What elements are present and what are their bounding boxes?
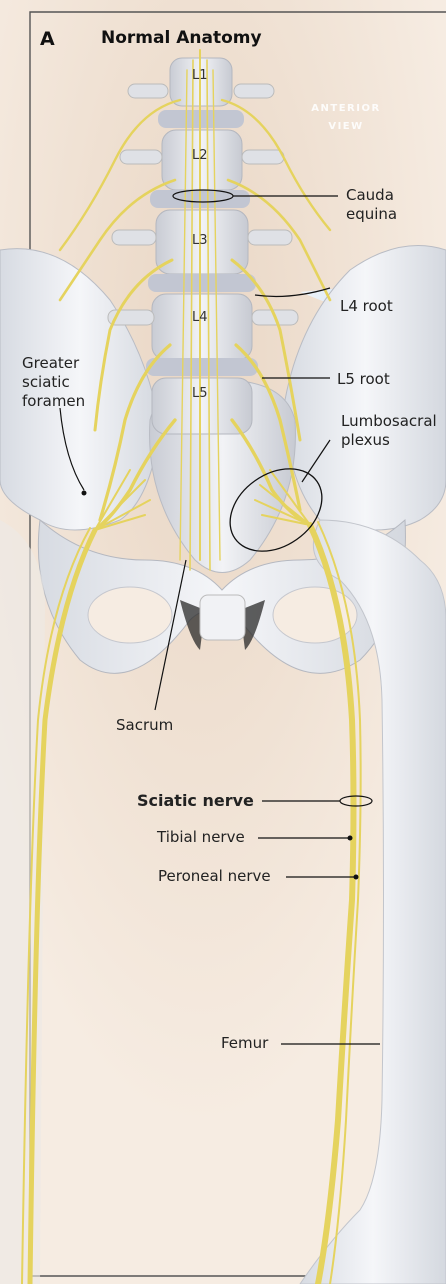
vertebra-label-l2: L2	[192, 148, 208, 163]
vertebra-label-l3: L3	[192, 233, 208, 248]
vertebra-label-l5: L5	[192, 386, 208, 401]
peroneal-dot	[354, 875, 359, 880]
tibial-dot	[348, 836, 353, 841]
panel-title: Normal Anatomy	[101, 28, 262, 48]
label-cauda-equina: Cauda equina	[346, 186, 397, 224]
label-foramen-line1: Greater	[22, 354, 85, 373]
view-label-line2: VIEW	[296, 118, 396, 136]
label-foramen-line2: sciatic	[22, 373, 85, 392]
label-cauda-equina-line2: equina	[346, 205, 397, 224]
label-peroneal-nerve: Peroneal nerve	[158, 867, 271, 886]
label-plexus-line2: plexus	[341, 431, 437, 450]
view-label: ANTERIOR VIEW	[296, 100, 396, 136]
left-obturator	[88, 587, 172, 643]
label-foramen-line3: foramen	[22, 392, 85, 411]
label-l4-root: L4 root	[340, 297, 393, 316]
label-tibial-nerve: Tibial nerve	[157, 828, 245, 847]
panel-letter: A	[40, 28, 55, 50]
label-cauda-equina-line1: Cauda	[346, 186, 397, 205]
label-plexus-line1: Lumbosacral	[341, 412, 437, 431]
view-label-line1: ANTERIOR	[296, 100, 396, 118]
label-l5-root: L5 root	[337, 370, 390, 389]
vertebra-label-l1: L1	[192, 68, 208, 83]
label-lumbosacral-plexus: Lumbosacral plexus	[341, 412, 437, 450]
pubic-symphysis	[200, 595, 245, 640]
vertebra-label-l4: L4	[192, 310, 208, 325]
label-greater-sciatic-foramen: Greater sciatic foramen	[22, 354, 85, 411]
foramen-dot	[82, 491, 87, 496]
label-sacrum: Sacrum	[116, 716, 173, 735]
label-femur: Femur	[221, 1034, 268, 1053]
label-sciatic-nerve: Sciatic nerve	[137, 791, 254, 810]
